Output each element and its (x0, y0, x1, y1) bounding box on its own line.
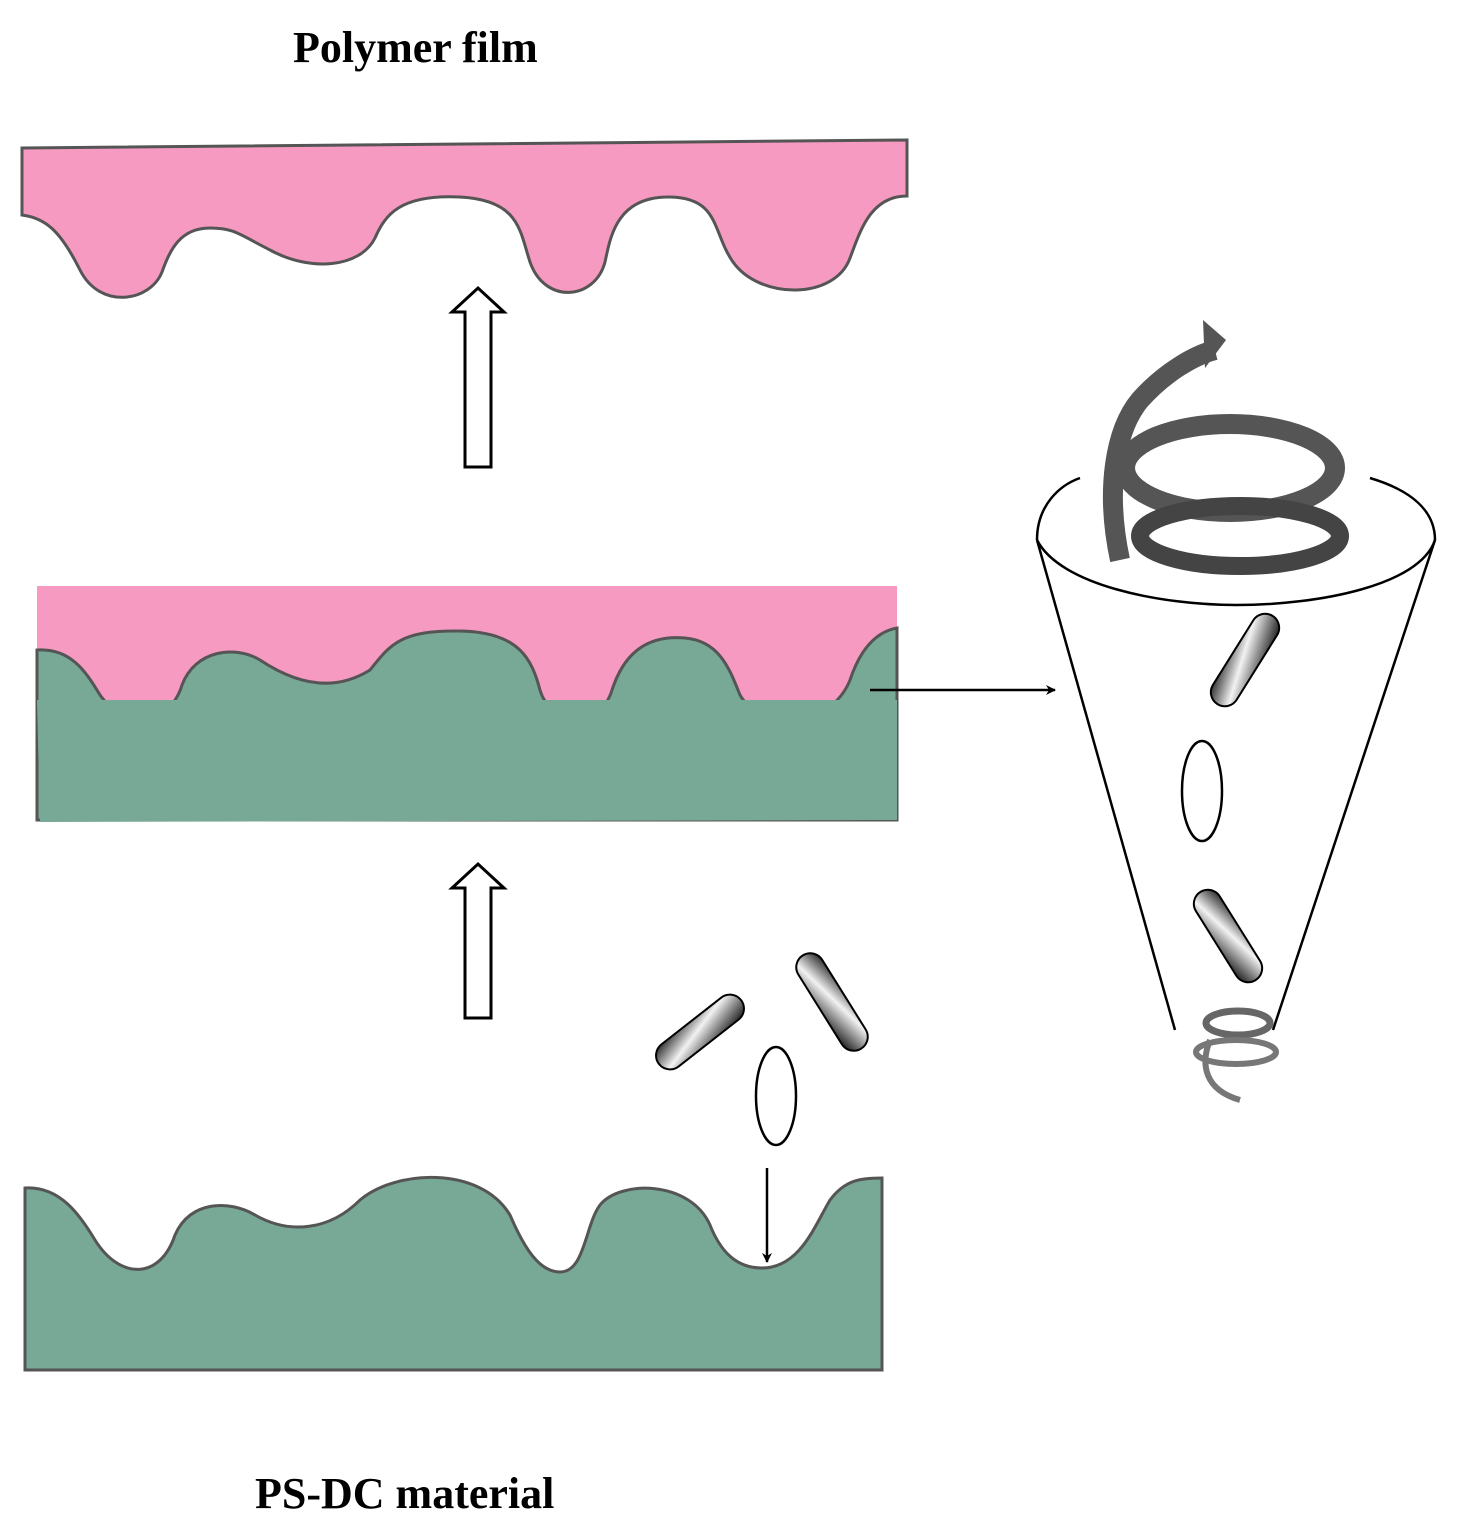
cone-right-side (1271, 539, 1437, 1031)
helix-arrowhead-icon (1203, 320, 1226, 368)
rod-particle (1192, 888, 1264, 984)
rod-particle (795, 952, 869, 1052)
cone-rim-front (1035, 539, 1437, 607)
rod-particle (655, 993, 745, 1071)
rod-particle (1209, 612, 1281, 708)
cone-rim-back (1035, 476, 1081, 541)
polymer-film-label: Polymer film (293, 23, 538, 72)
helix-flow-icon (1103, 340, 1218, 563)
rotating-cone-group (1035, 320, 1437, 1103)
hollow-arrow-up-icon (448, 285, 508, 469)
helix-coil-icon (1131, 497, 1349, 575)
ps-dc-material (23, 1176, 884, 1372)
material-layer-base (37, 700, 897, 822)
particles-group (655, 952, 869, 1263)
tip-helix-icon (1202, 1007, 1274, 1039)
cone-left-side (1035, 539, 1177, 1031)
hollow-arrow-up-icon (448, 861, 508, 1020)
polymer-film-replica (20, 138, 909, 299)
ps-dc-material-label: PS-DC material (255, 1469, 555, 1518)
tip-helix-icon (1193, 1037, 1279, 1067)
ellipse-particle (1180, 739, 1224, 843)
ellipse-particle (754, 1045, 798, 1147)
cone-rim-back (1369, 476, 1437, 541)
tip-helix-tail-icon (1202, 1038, 1241, 1103)
